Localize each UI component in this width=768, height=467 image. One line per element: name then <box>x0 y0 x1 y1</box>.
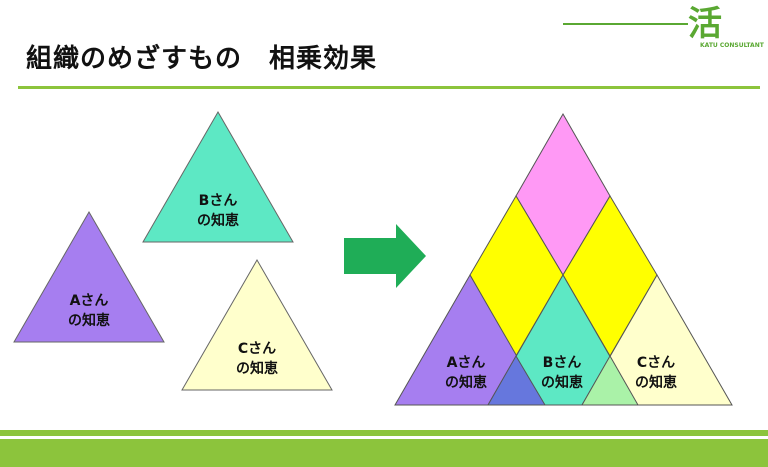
overlap-b-c <box>581 354 639 406</box>
logo-text: KATU CONSULTANT <box>700 42 764 49</box>
combined-a-label-1: Aさん <box>447 355 486 371</box>
triangle-a-label-1: Aさん <box>70 293 109 309</box>
footer-bar-top <box>0 430 768 436</box>
combined-b-label-2: の知恵 <box>541 374 583 391</box>
combined-a-label-2: の知恵 <box>445 374 487 391</box>
triangle-a <box>13 210 165 343</box>
triangle-c <box>181 258 333 391</box>
triangle-c-label-2: の知恵 <box>236 360 278 377</box>
triangle-a-label-2: の知恵 <box>68 312 110 329</box>
title-rule <box>18 86 760 89</box>
arrow-right-icon <box>344 224 426 288</box>
triangle-c-label-1: Cさん <box>238 341 276 357</box>
footer-bar-bottom <box>0 439 768 467</box>
combined-c-label-2: の知恵 <box>635 374 677 391</box>
combined-c-label-1: Cさん <box>637 355 675 371</box>
triangle-b-label-1: Bさん <box>199 193 238 209</box>
slide-title: 組織のめざすもの 相乗効果 <box>26 44 378 74</box>
triangle-b <box>142 110 294 243</box>
combined-b-label-1: Bさん <box>543 355 582 371</box>
logo-mark: 活 <box>688 4 722 44</box>
overlap-a-b <box>487 355 546 406</box>
triangle-b-label-2: の知恵 <box>197 212 239 229</box>
